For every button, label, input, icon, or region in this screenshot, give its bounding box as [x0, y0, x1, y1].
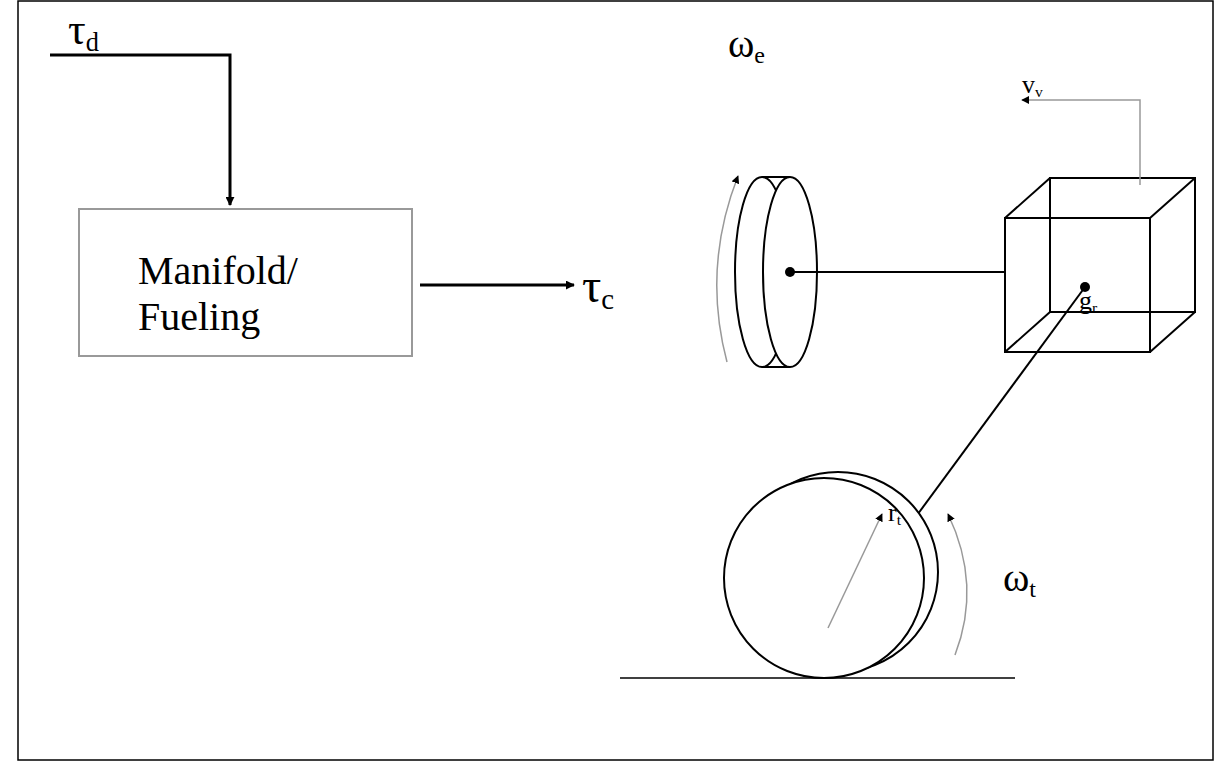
torque-label: τd [68, 8, 99, 55]
wheel [724, 472, 938, 678]
ground-line [620, 677, 1015, 679]
shaft [790, 271, 1005, 273]
radius-arrow [828, 514, 882, 628]
gearbox-node: gr [1005, 218, 1150, 352]
gearbox-cube [1005, 178, 1195, 352]
torque-label: τc [582, 262, 614, 314]
block-label: Manifold/ Fueling [138, 248, 358, 340]
input-arrow [50, 55, 230, 205]
rotation-arrow [948, 514, 967, 655]
velocity-arrow [1022, 100, 1140, 185]
output-arrow [420, 284, 574, 287]
process-box: Manifold/ Fueling [78, 208, 413, 357]
rotation-arrow [717, 176, 738, 362]
speed-label: ωt [1003, 558, 1036, 601]
radius-label: rt [888, 500, 901, 527]
velocity-label: vv [1022, 72, 1043, 99]
gear-ratio-label: gr [1079, 286, 1150, 317]
axle [912, 287, 1085, 522]
frame [18, 1, 1213, 760]
speed-label: ωe [728, 24, 765, 67]
